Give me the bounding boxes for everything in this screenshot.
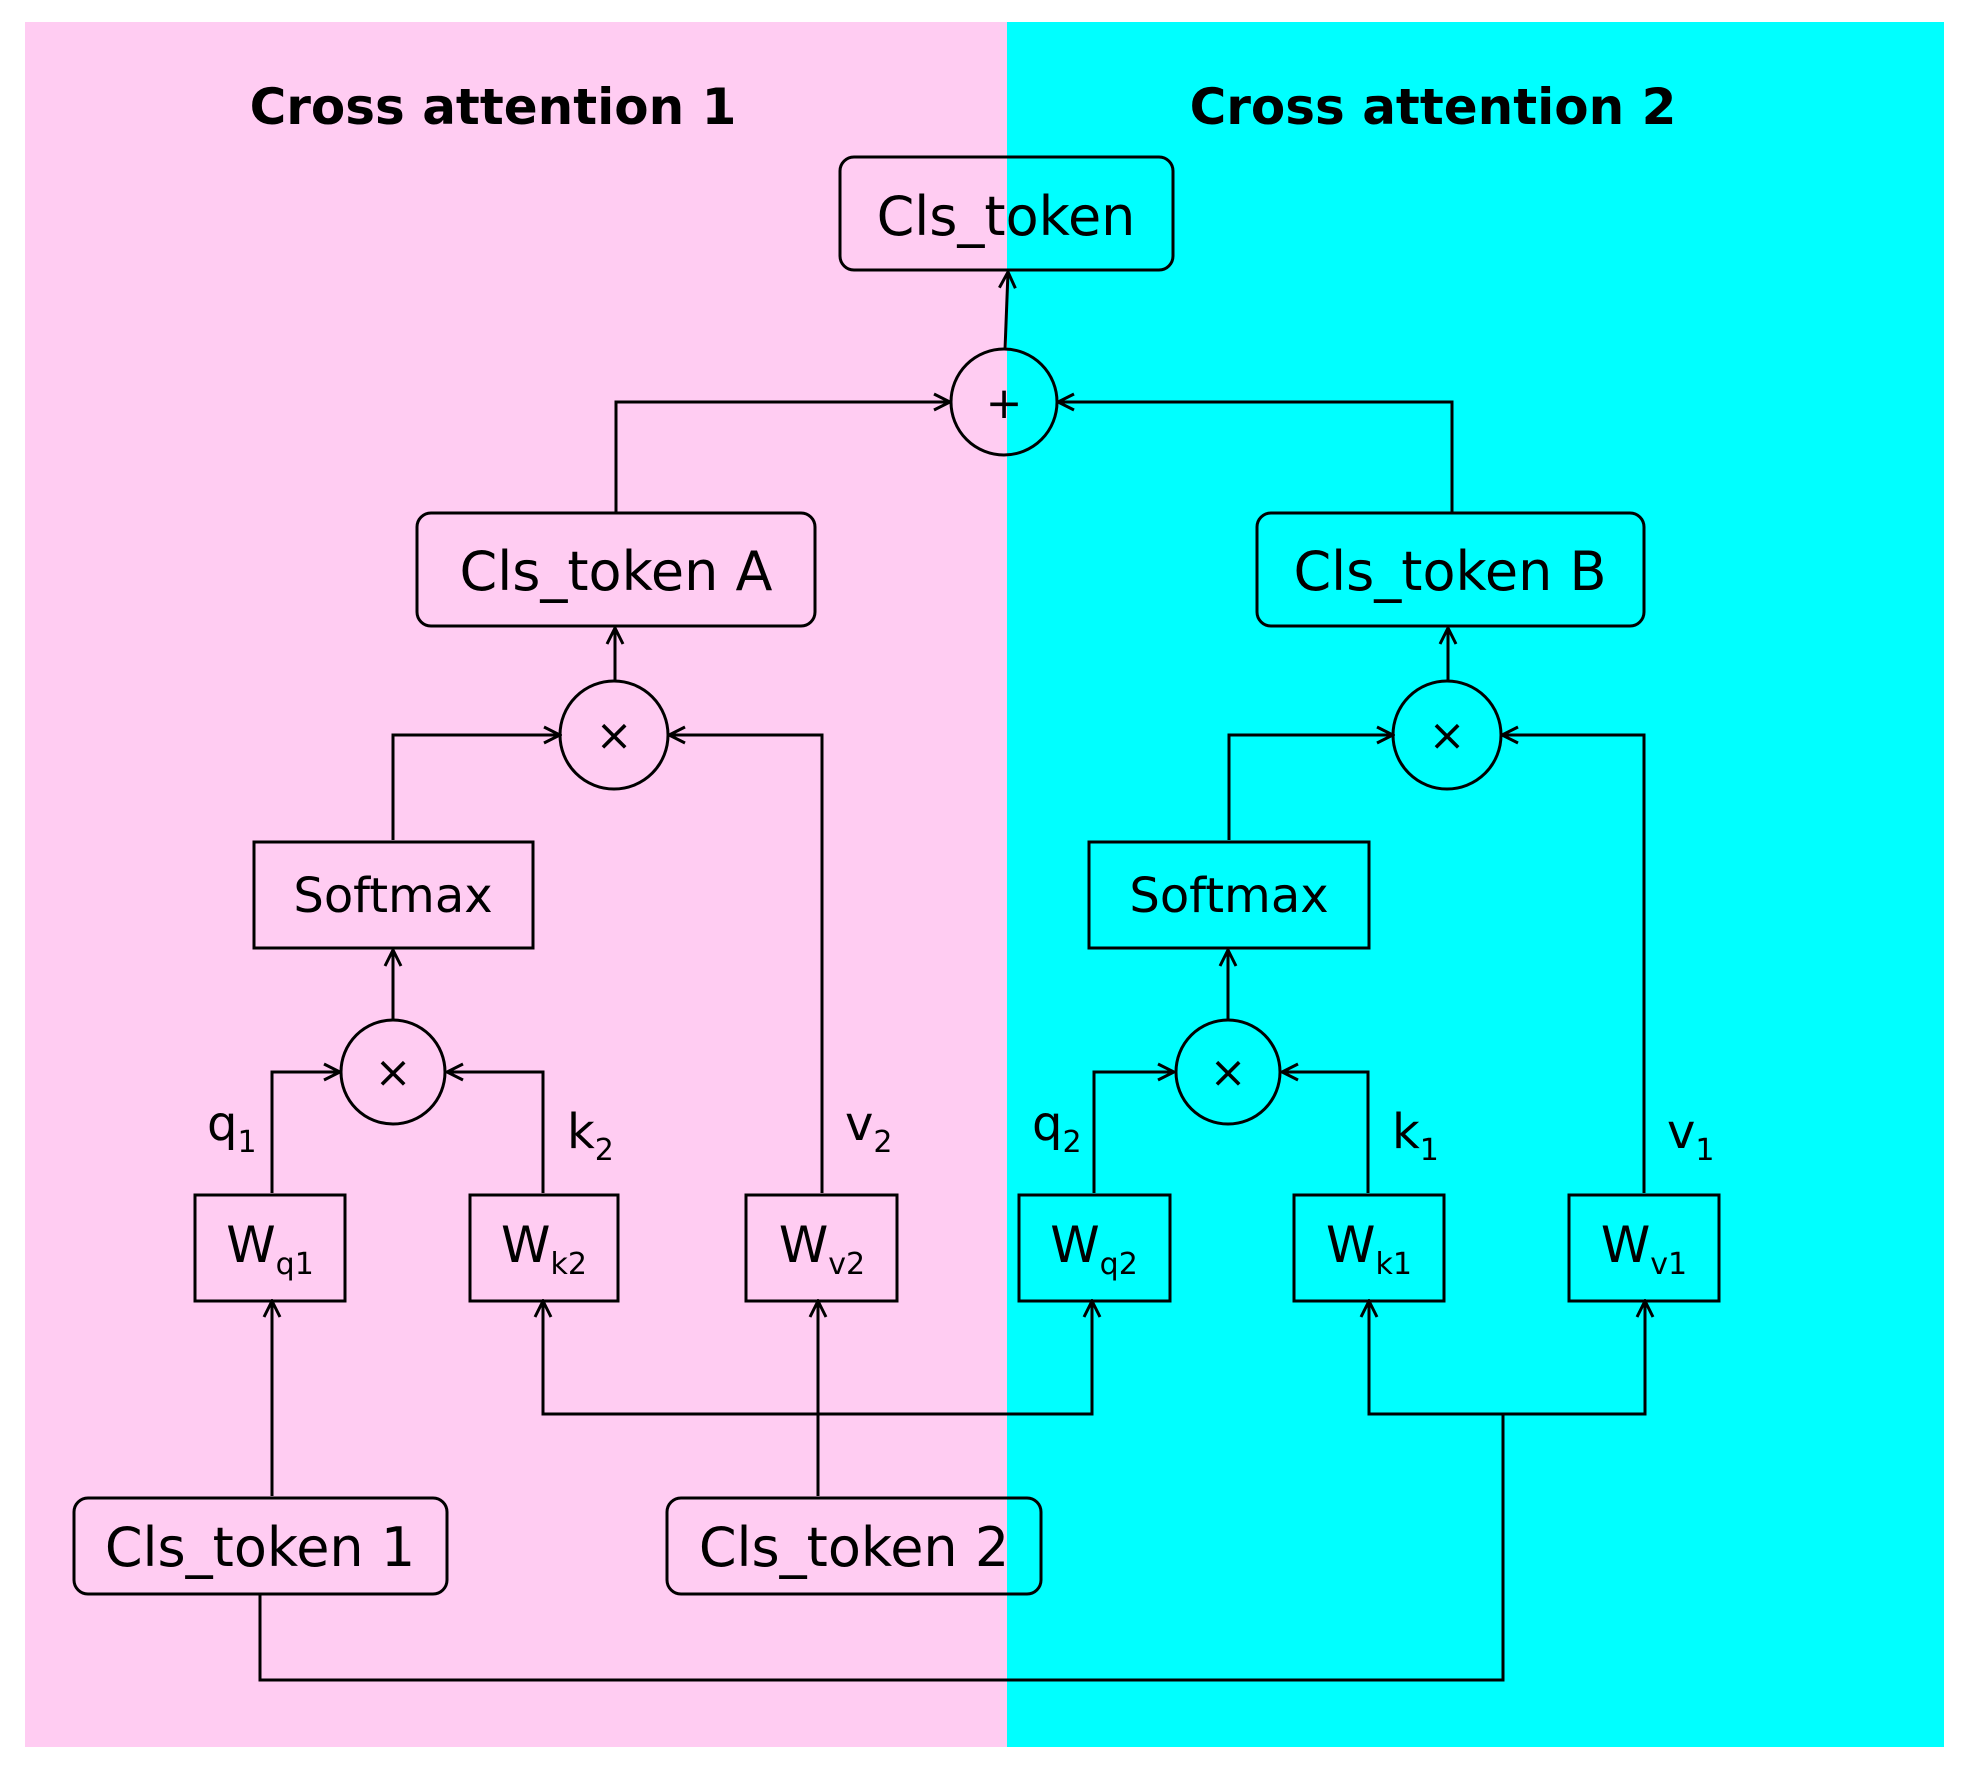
node-wv1-label: Wv1 — [1601, 1216, 1687, 1282]
node-wv2-base: W — [779, 1216, 828, 1274]
node-cls-token-2 — [665, 1496, 1043, 1596]
node-cls-token-1 — [72, 1496, 449, 1596]
node-wk2-sub: k2 — [550, 1247, 586, 1282]
edge-softmax-b-to-mul-b — [1227, 735, 1393, 840]
node-multiply-qk-a-label: × — [375, 1047, 412, 1098]
title-cross-attention-1: Cross attention 1 — [250, 78, 737, 136]
edge-label-k1-sub: 1 — [1420, 1133, 1439, 1168]
node-wq1-base: W — [226, 1216, 275, 1274]
node-softmax-b-label: Softmax — [1129, 868, 1328, 924]
node-wk2 — [468, 1193, 620, 1303]
node-wk1 — [1292, 1193, 1446, 1303]
node-cls-token-a-label: Cls_token A — [460, 540, 773, 603]
node-wv1-sub: v1 — [1650, 1247, 1687, 1282]
edge-token2-to-wq2 — [818, 1301, 1092, 1416]
edge-token1-to-wv1 — [1503, 1301, 1645, 1416]
node-wv2-label: Wv2 — [779, 1216, 865, 1282]
connectors — [258, 272, 1646, 1682]
edge-label-q1-base: q — [207, 1096, 237, 1152]
edge-label-v1-sub: 1 — [1695, 1133, 1714, 1168]
edge-label-k1-base: k — [1392, 1104, 1420, 1160]
node-softmax-a-label: Softmax — [293, 868, 492, 924]
node-cls-token-2-label: Cls_token 2 — [699, 1516, 1009, 1579]
node-wv1-base: W — [1601, 1216, 1650, 1274]
edge-label-k2-base: k — [567, 1104, 595, 1160]
node-cls-token-output — [838, 155, 1175, 272]
edge-label-q1: q1 — [207, 1096, 257, 1160]
node-cls-token-1-label: Cls_token 1 — [105, 1516, 415, 1579]
node-wq1-sub: q1 — [276, 1247, 314, 1282]
node-wk2-base: W — [501, 1216, 550, 1274]
node-wq1-label: Wq1 — [226, 1216, 314, 1282]
edge-label-v1: v1 — [1667, 1104, 1715, 1168]
node-multiply-a-label: × — [596, 710, 633, 761]
edge-token1-bus — [258, 1414, 1505, 1682]
edge-label-v2-sub: 2 — [873, 1125, 892, 1160]
node-multiply-qk-b-label: × — [1210, 1047, 1247, 1098]
node-wq2-sub: q2 — [1100, 1247, 1138, 1282]
edge-label-q2-base: q — [1032, 1096, 1062, 1152]
edge-softmax-a-to-mul-a — [391, 735, 560, 840]
edge-v1-to-mul-b — [1502, 735, 1646, 1193]
node-cls-token-output-label: Cls_token — [877, 185, 1136, 248]
edge-token1-to-wk1 — [1369, 1301, 1503, 1416]
edge-label-k2-sub: 2 — [595, 1133, 614, 1168]
edge-token2-to-wk2 — [543, 1301, 818, 1416]
node-wq1 — [193, 1193, 347, 1303]
node-multiply-qk-b — [1174, 1018, 1282, 1126]
edge-label-q1-sub: 1 — [237, 1125, 256, 1160]
edge-label-v1-base: v — [1667, 1104, 1695, 1160]
edge-v2-to-mul-a — [669, 735, 824, 1193]
node-wq2-label: Wq2 — [1050, 1216, 1138, 1282]
edge-plus-to-output — [1005, 272, 1008, 351]
node-plus — [949, 347, 1059, 457]
node-cls-token-b-label: Cls_token B — [1293, 540, 1606, 603]
node-wq2-base: W — [1050, 1216, 1099, 1274]
edge-k1 — [1282, 1072, 1370, 1193]
edge-label-k1: k1 — [1392, 1104, 1439, 1168]
node-wk1-sub: k1 — [1375, 1247, 1411, 1282]
edge-token-a-to-plus — [614, 402, 950, 513]
edge-q1 — [270, 1072, 340, 1193]
node-multiply-a — [558, 679, 670, 791]
node-wk1-label: Wk1 — [1326, 1216, 1412, 1282]
node-wv2-sub: v2 — [828, 1247, 865, 1282]
edge-label-v2-base: v — [845, 1096, 873, 1152]
edge-k2 — [447, 1072, 545, 1193]
node-cls-token-a — [415, 511, 817, 628]
node-multiply-b — [1391, 679, 1503, 791]
node-wk1-base: W — [1326, 1216, 1375, 1274]
node-wk2-label: Wk2 — [501, 1216, 587, 1282]
right-panel-background — [1007, 22, 1944, 1747]
node-plus-label: + — [986, 378, 1023, 429]
node-multiply-b-label: × — [1429, 710, 1466, 761]
node-wv1 — [1567, 1193, 1721, 1303]
node-softmax-b — [1087, 840, 1371, 950]
edge-q2 — [1092, 1072, 1174, 1193]
node-wv2 — [744, 1193, 899, 1303]
node-softmax-a — [252, 840, 535, 950]
edge-label-v2: v2 — [845, 1096, 893, 1160]
edge-label-q2-sub: 2 — [1062, 1125, 1081, 1160]
node-wq2 — [1017, 1193, 1172, 1303]
edge-label-k2: k2 — [567, 1104, 614, 1168]
edge-token-b-to-plus — [1058, 402, 1454, 513]
node-cls-token-b — [1255, 511, 1646, 628]
node-multiply-qk-a — [339, 1018, 447, 1126]
left-panel-background — [25, 22, 1007, 1747]
edge-label-q2: q2 — [1032, 1096, 1082, 1160]
title-cross-attention-2: Cross attention 2 — [1190, 78, 1677, 136]
